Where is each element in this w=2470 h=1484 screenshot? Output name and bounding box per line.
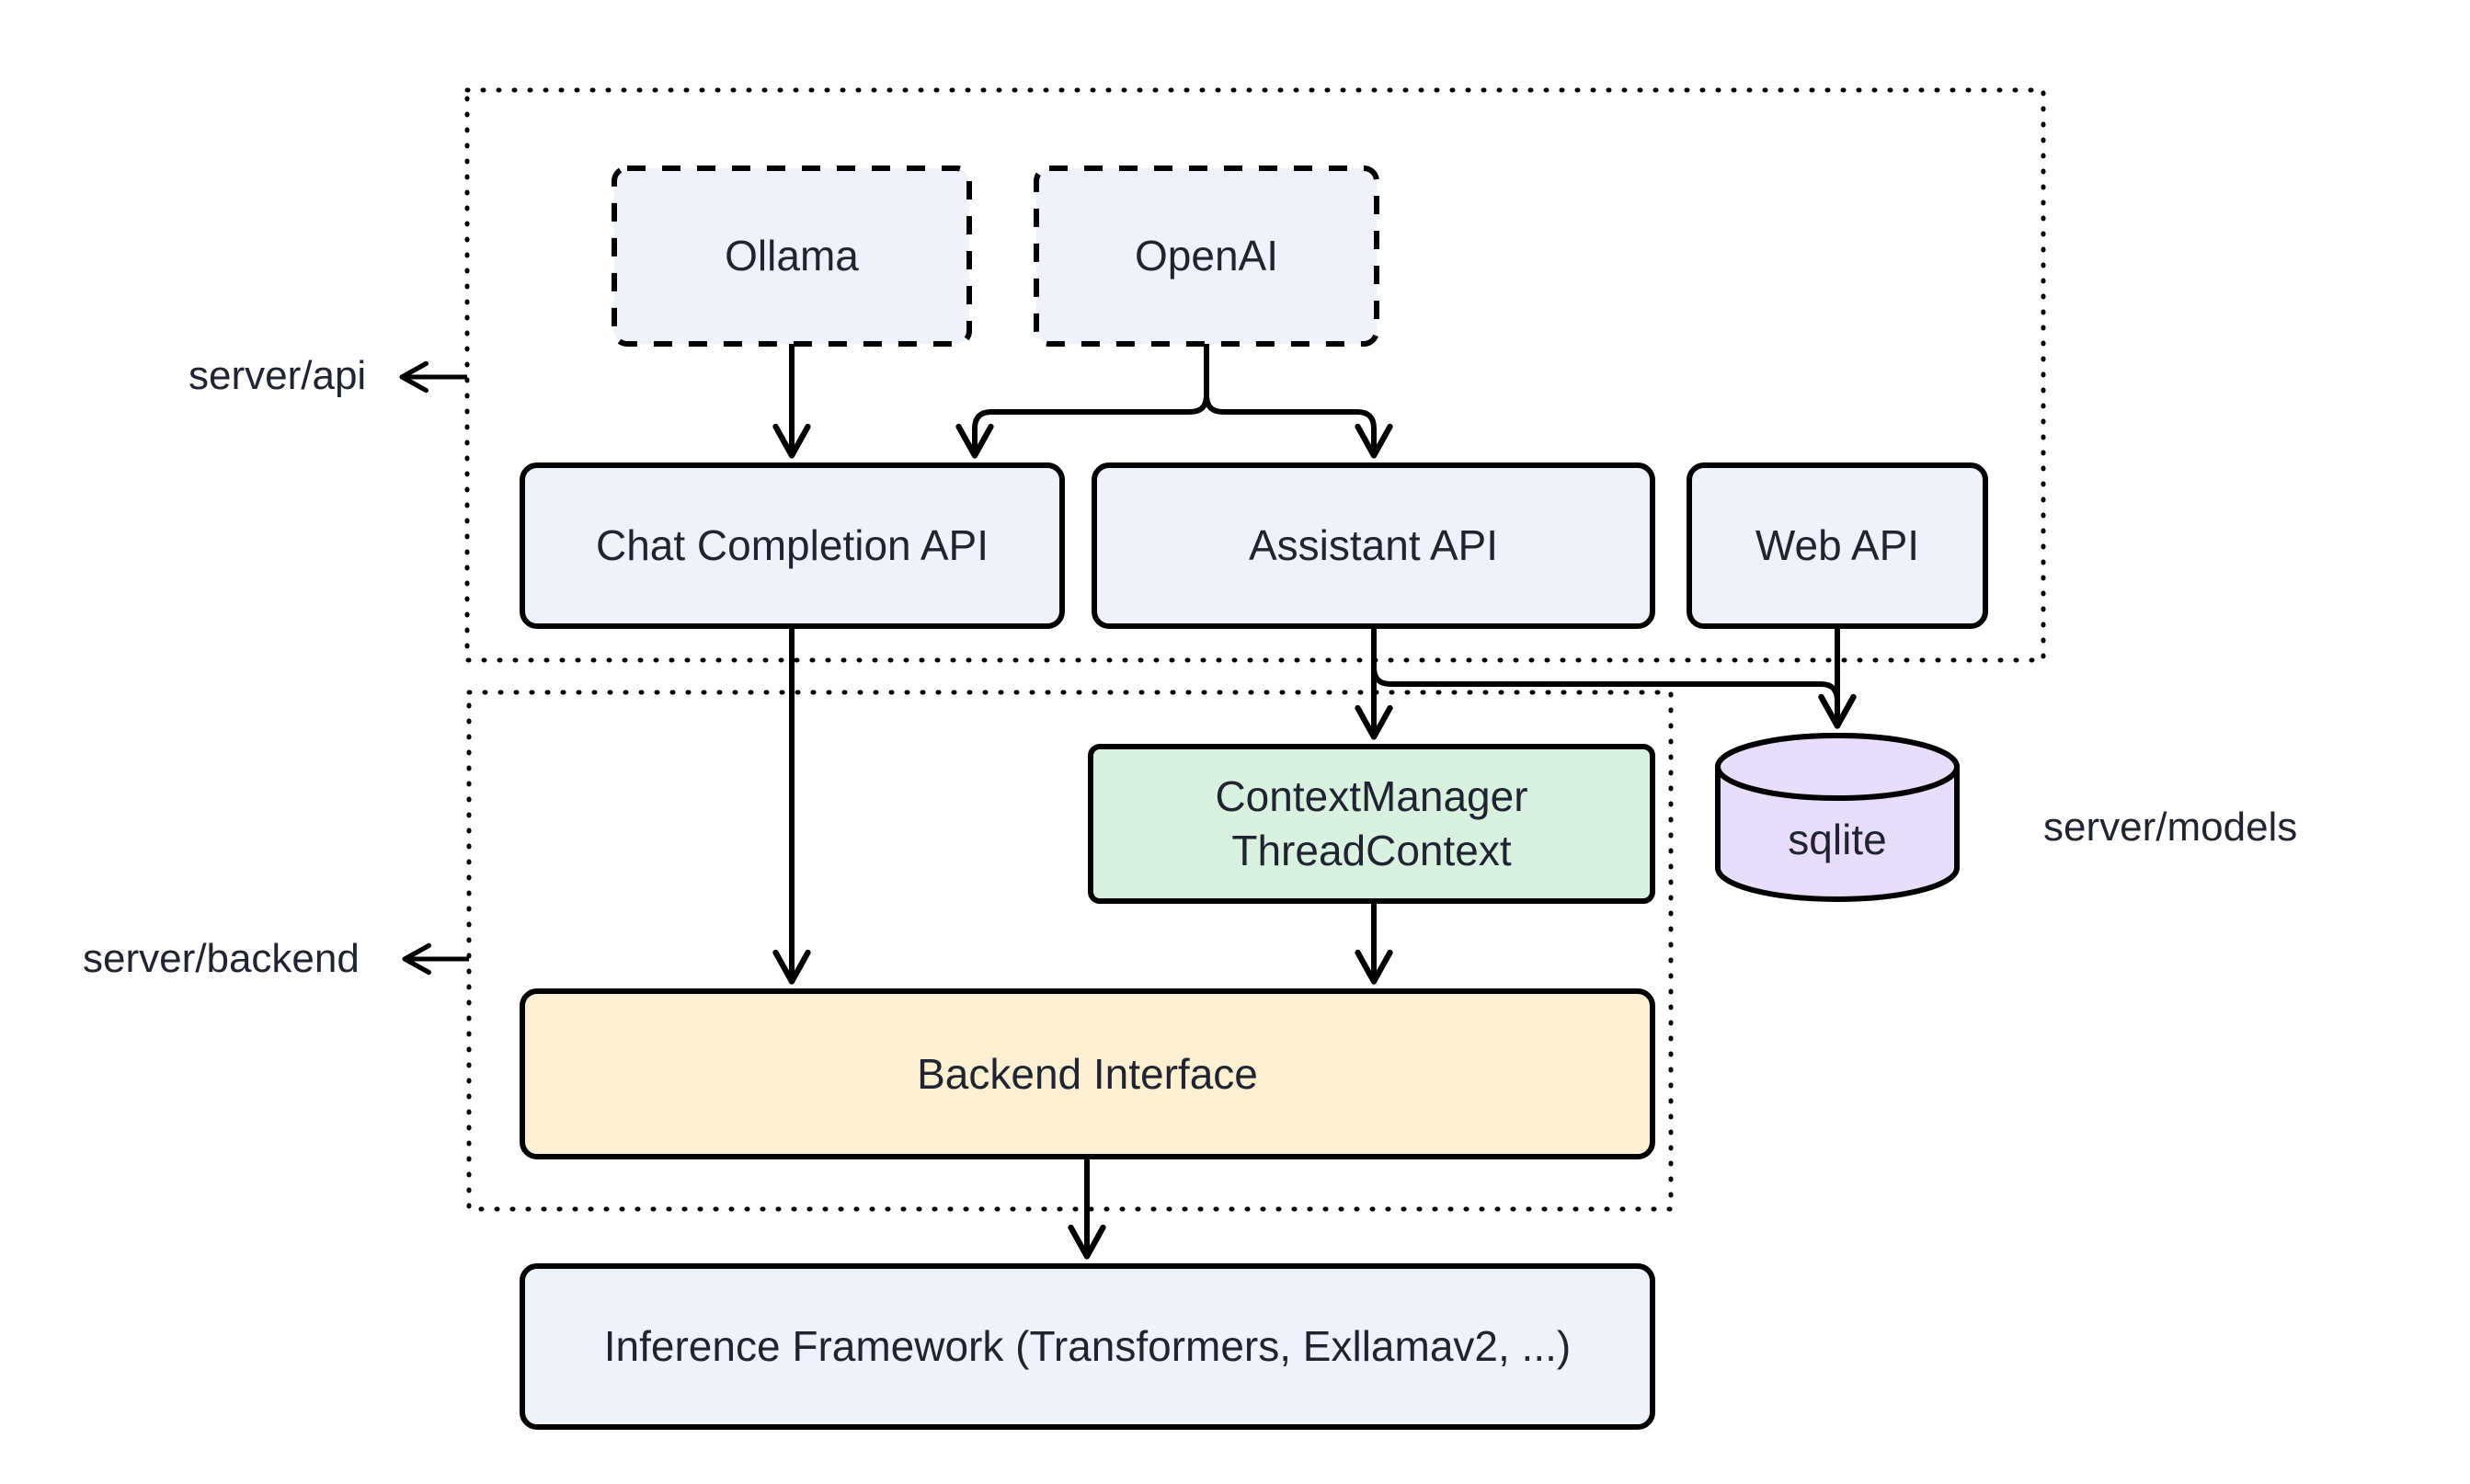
node-chat-completion-api-shape[interactable] xyxy=(520,462,1065,629)
node-openai-shape[interactable] xyxy=(1034,166,1379,347)
group-label-server-api: server/api xyxy=(189,353,367,398)
node-backend-interface-shape[interactable] xyxy=(520,988,1655,1159)
node-inference-framework-shape[interactable] xyxy=(520,1263,1655,1430)
group-label-server-models: server/models xyxy=(2043,805,2298,850)
node-web-api-shape[interactable] xyxy=(1687,462,1988,629)
node-sqlite-shape[interactable] xyxy=(1715,733,1960,902)
edge-assistant-to-sqlite xyxy=(1371,626,1857,729)
group-server-api-border xyxy=(464,87,2046,663)
node-context-manager-shape[interactable] xyxy=(1088,744,1655,904)
group-label-server-backend: server/backend xyxy=(83,936,360,981)
edge-openai-to-chat xyxy=(955,344,1209,459)
node-ollama-shape[interactable] xyxy=(612,166,972,347)
node-assistant-api-shape[interactable] xyxy=(1092,462,1655,629)
edge-openai-to-assistant xyxy=(1204,344,1393,459)
